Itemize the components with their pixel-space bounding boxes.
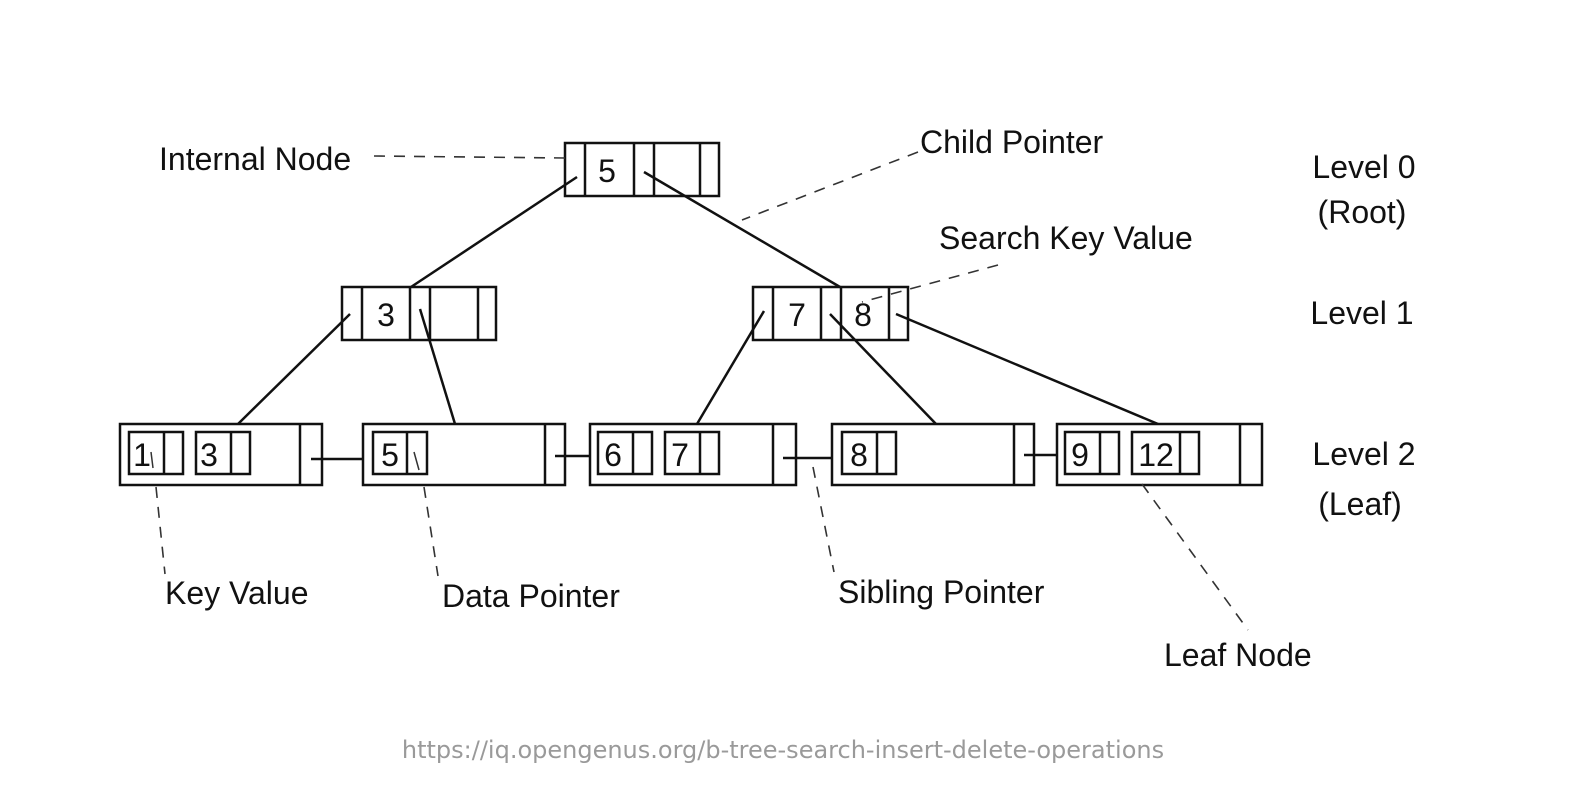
leader-search-key-value [861,264,999,303]
label-leaf-node: Leaf Node [1164,637,1312,673]
level0-label: Level 0 [1312,149,1415,185]
edge-3-to-leaf2 [418,308,457,425]
level1-right-key-7: 7 [788,297,806,333]
leaf5-key-9: 9 [1071,437,1089,473]
edge-8-to-leaf4 [829,313,937,425]
leaf5-key-12: 12 [1138,437,1174,473]
leader-data-pointer [423,486,439,577]
leaf-node-2: 5 [361,422,567,487]
edge-root-to-left [410,175,578,289]
leaf-node-3: 6 7 [588,422,798,487]
label-search-key-value: Search Key Value [939,220,1193,256]
leaf1-key-3: 3 [200,437,218,473]
label-internal-node: Internal Node [159,141,351,177]
level1-right-key-8: 8 [854,297,872,333]
leaf2-key-5: 5 [381,437,399,473]
leader-child-pointer [741,151,919,221]
level1-node-left: 3 [340,285,498,342]
leaf-node-1: 1 3 [118,422,324,487]
leaf-node-5: 9 12 [1055,422,1264,487]
label-key-value: Key Value [165,575,309,611]
level1-label: Level 1 [1310,295,1413,331]
level0-note: (Root) [1318,194,1407,230]
root-node: 5 [563,141,721,198]
source-url: https://iq.opengenus.org/b-tree-search-i… [402,736,1164,764]
label-child-pointer: Child Pointer [920,124,1104,160]
leaf3-key-7: 7 [671,437,689,473]
root-key-5: 5 [598,153,616,189]
leaf3-key-6: 6 [604,437,622,473]
leader-sibling-pointer [812,466,835,573]
edge-root-to-right [643,170,841,289]
leader-leaf-node [1141,483,1249,631]
level1-left-key-3: 3 [377,297,395,333]
leader-internal-node [373,155,566,159]
edge-7-to-leaf3 [695,310,766,425]
level2-note: (Leaf) [1318,486,1402,522]
edge-8-to-leaf5 [895,312,1159,426]
level2-label: Level 2 [1312,436,1415,472]
leader-key-value [155,486,166,575]
label-sibling-pointer: Sibling Pointer [838,574,1045,610]
leaf1-key-1: 1 [133,437,151,473]
edge-3-to-leaf1 [237,313,351,425]
leaf-node-4: 8 [830,422,1036,487]
label-data-pointer: Data Pointer [442,578,620,614]
leaf4-key-8: 8 [850,437,868,473]
level1-node-right: 7 8 [751,285,910,342]
